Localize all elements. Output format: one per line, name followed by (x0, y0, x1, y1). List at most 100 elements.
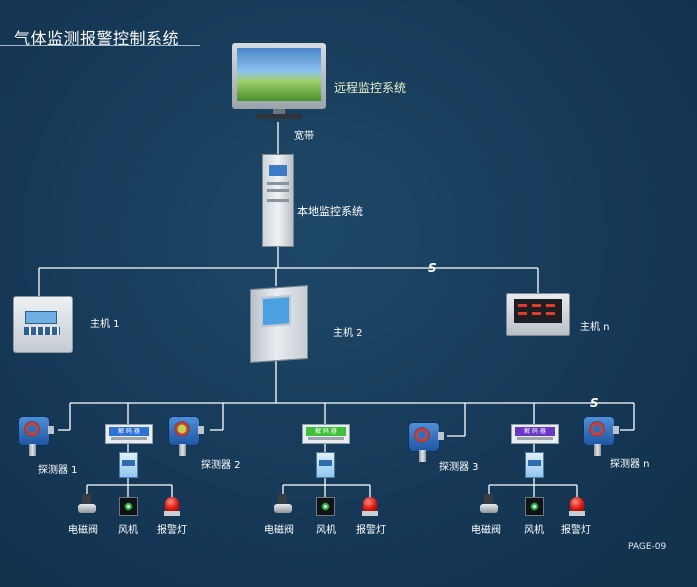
link-symbol: S (428, 261, 437, 275)
alarm-lamp-icon (164, 497, 180, 517)
monitor-bezel (232, 43, 326, 109)
host-2-label: 主机 2 (333, 328, 363, 339)
lamp-label: 报警灯 (356, 525, 386, 536)
detector-sensor (24, 421, 40, 437)
valve-actuator (82, 494, 91, 504)
detector-n (583, 416, 619, 456)
lamp-base (362, 511, 378, 516)
fan-icon (316, 497, 335, 516)
host-n-panel (514, 299, 562, 323)
decoder-3: 解 码 器 (511, 424, 559, 444)
decoder-print (308, 437, 344, 440)
detector-stem (29, 444, 36, 456)
lamp-dome (363, 497, 377, 511)
detector-connector (198, 426, 204, 434)
cabinet-panel (267, 182, 289, 185)
lamp-dome (570, 497, 584, 511)
cabinet-panel (267, 199, 289, 202)
detector-stem (419, 450, 426, 462)
decoder-print (111, 437, 147, 440)
fan-label: 风机 (524, 525, 544, 536)
detector-sensor (174, 421, 190, 437)
page-number: PAGE-09 (628, 542, 667, 552)
monitor-screen (237, 48, 321, 101)
remote-monitor (232, 43, 326, 120)
lamp-base (164, 511, 180, 516)
host-n-label: 主机 n (580, 322, 610, 333)
cabinet-screen (269, 165, 287, 176)
detector-n-label: 探测器 n (610, 459, 650, 470)
relay-3 (525, 452, 544, 478)
host-2-display (261, 295, 291, 328)
host-n-led (546, 312, 555, 315)
fan-blade (321, 502, 330, 511)
decoder-2: 解 码 器 (302, 424, 350, 444)
host-1-display (25, 311, 57, 324)
detector-3-label: 探测器 3 (439, 462, 479, 473)
relay-label (528, 460, 541, 466)
decoder-label-bar: 解 码 器 (109, 427, 149, 436)
fan-icon (525, 497, 544, 516)
host-1-controller (13, 296, 73, 353)
detector-3 (408, 422, 444, 462)
solenoid-valve-icon (480, 494, 498, 518)
broadband-label: 宽带 (294, 131, 314, 142)
detector-stem (594, 444, 601, 456)
detector-1 (18, 416, 54, 456)
remote-monitor-label: 远程监控系统 (334, 81, 407, 95)
detector-connector (438, 432, 444, 440)
page-title: 气体监测报警控制系统 (14, 29, 180, 48)
relay-2 (316, 452, 335, 478)
host-1-keypad (24, 327, 60, 335)
decoder-label: 解 码 器 (315, 428, 337, 435)
host-n-led (532, 304, 541, 307)
solenoid-valve-icon (274, 494, 292, 518)
host-n-led (518, 304, 527, 307)
decoder-label: 解 码 器 (118, 428, 140, 435)
decoder-1: 解 码 器 (105, 424, 153, 444)
decoder-label: 解 码 器 (524, 428, 546, 435)
cabinet-panel (267, 189, 289, 192)
fan-blade (530, 502, 539, 511)
relay-1 (119, 452, 138, 478)
monitor-base (256, 114, 302, 119)
valve-label: 电磁阀 (68, 525, 98, 536)
detector-stem (179, 444, 186, 456)
host-n-led (546, 304, 555, 307)
valve-actuator (278, 494, 287, 504)
host-n-led (518, 312, 527, 315)
host-n-controller (506, 293, 570, 336)
decoder-print (517, 437, 553, 440)
alarm-lamp-icon (569, 497, 585, 517)
link-symbol: S (590, 396, 599, 410)
lamp-label: 报警灯 (157, 525, 187, 536)
lamp-dome (165, 497, 179, 511)
detector-connector (613, 426, 619, 434)
relay-label (122, 460, 135, 466)
fan-icon (119, 497, 138, 516)
detector-sensor (414, 427, 430, 443)
host-2-controller (250, 284, 308, 364)
valve-actuator (484, 494, 493, 504)
valve-pipe (274, 504, 292, 513)
detector-2 (168, 416, 204, 456)
valve-label: 电磁阀 (471, 525, 501, 536)
lamp-label: 报警灯 (561, 525, 591, 536)
detector-1-label: 探测器 1 (38, 465, 78, 476)
alarm-lamp-icon (362, 497, 378, 517)
detector-connector (48, 426, 54, 434)
local-monitor-label: 本地监控系统 (297, 205, 363, 218)
fan-label: 风机 (118, 525, 138, 536)
monitor-stand (273, 109, 285, 114)
fan-label: 风机 (316, 525, 336, 536)
title-underline (0, 45, 200, 46)
lamp-base (569, 511, 585, 516)
decoder-label-bar: 解 码 器 (306, 427, 346, 436)
valve-label: 电磁阀 (264, 525, 294, 536)
valve-pipe (480, 504, 498, 513)
host-1-label: 主机 1 (90, 319, 120, 330)
relay-label (319, 460, 332, 466)
detector-2-label: 探测器 2 (201, 460, 241, 471)
